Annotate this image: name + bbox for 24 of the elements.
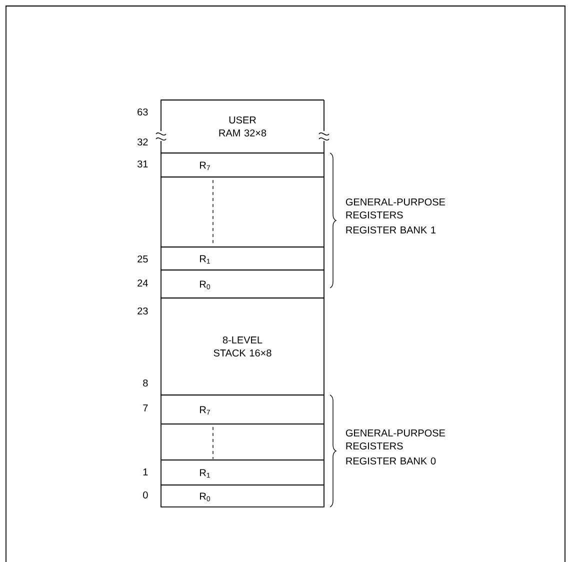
address-label: 7 (143, 404, 148, 412)
memory-region: 8-LEVEL STACK 16×8 (160, 298, 324, 396)
register-row: R$_{0}$ (160, 270, 324, 298)
address-label: 24 (138, 280, 148, 286)
address-label: 32 (137, 138, 148, 146)
bank-label: GENERAL-PURPOSE REGISTERS (346, 198, 446, 219)
address-label: 63 (138, 108, 148, 116)
register-range-row (160, 176, 324, 248)
bank-label: REGISTER BANK 0 (346, 457, 436, 465)
address-label: 8 (143, 379, 148, 387)
register-row: R$_{0}$ (160, 484, 324, 508)
register-row: R$_{1}$ (160, 246, 324, 270)
address-label: 25 (138, 255, 148, 263)
address-label: 0 (143, 491, 148, 499)
address-label: 23 (138, 307, 148, 315)
address-label: 1 (143, 468, 148, 476)
address-label: 31 (137, 160, 148, 168)
register-row: R$_{7}$ (160, 394, 324, 424)
register-row: R$_{7}$ (160, 152, 324, 178)
register-range-row (160, 424, 324, 460)
bank-label: GENERAL-PURPOSE REGISTERS (346, 429, 446, 450)
bank-label: REGISTER BANK 1 (346, 226, 436, 234)
memory-region: USER RAM 32×8 (160, 100, 324, 154)
register-row: R$_{1}$ (160, 460, 324, 486)
